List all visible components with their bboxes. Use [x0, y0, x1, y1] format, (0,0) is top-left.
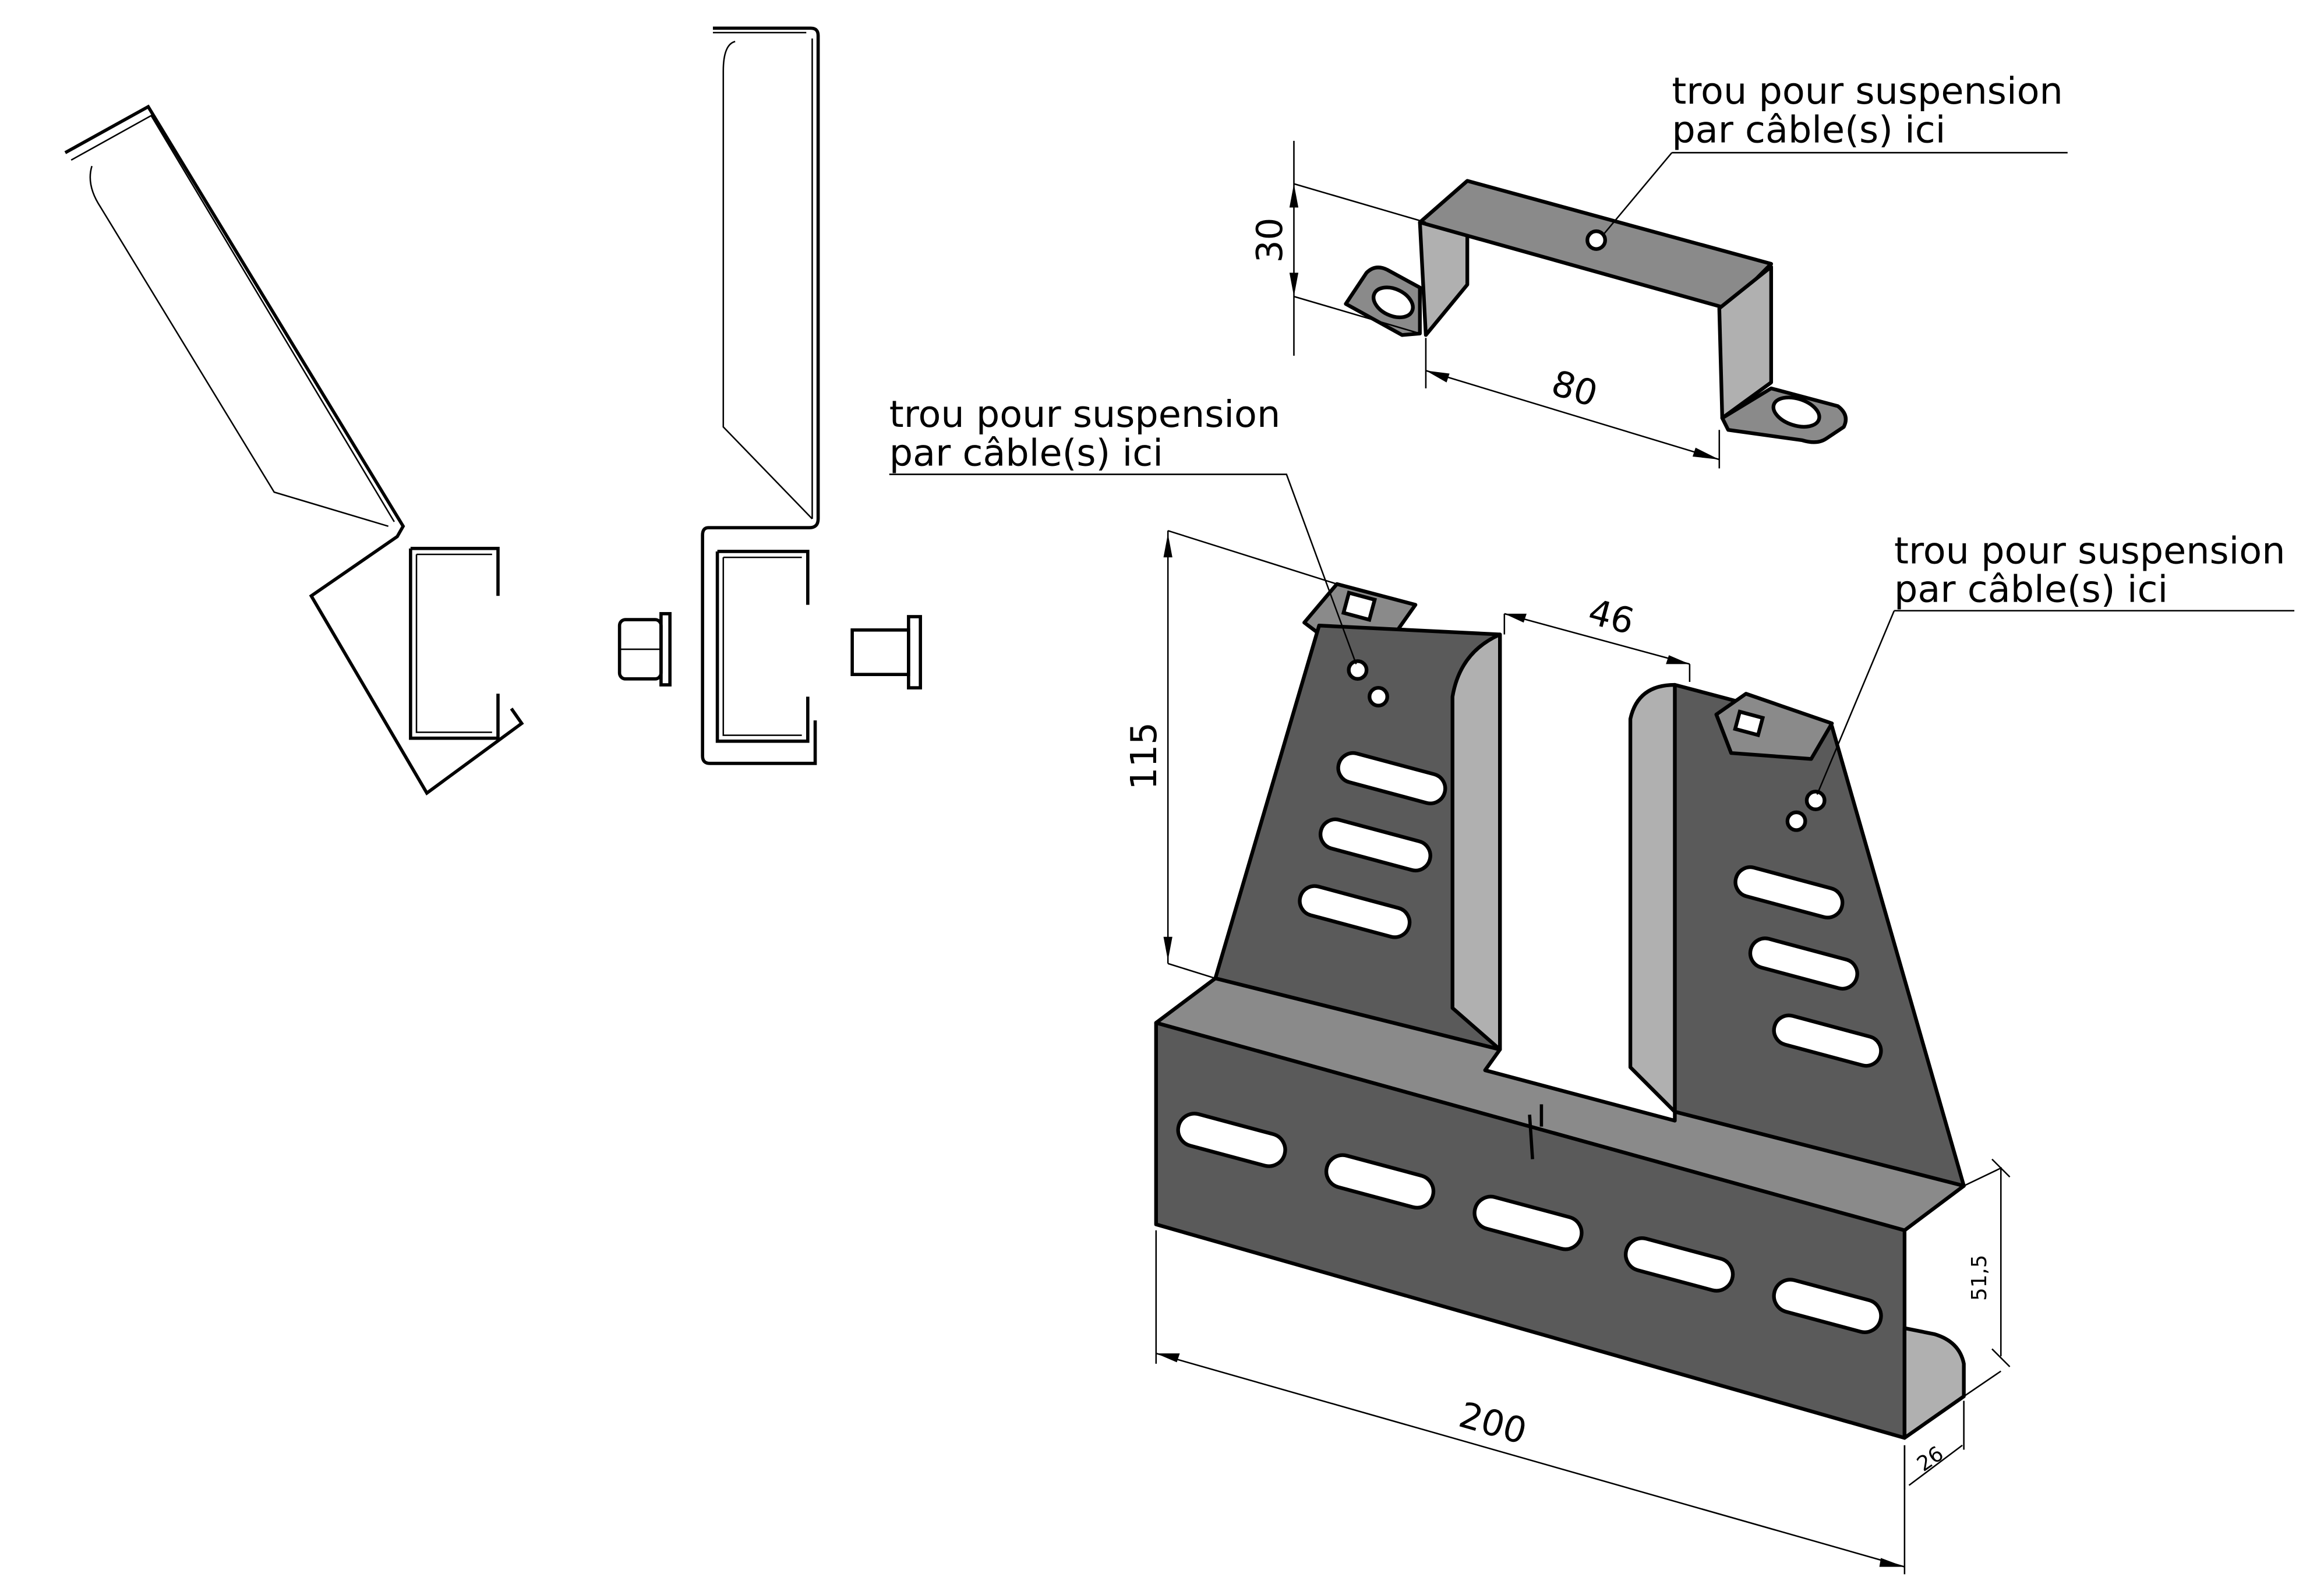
dimension-46-label: 46: [1584, 591, 1638, 643]
dimension-200-label: 200: [1454, 1394, 1531, 1452]
dimension-51-5: 51,5: [1963, 1158, 2011, 1397]
dimension-30-label: 30: [1249, 218, 1291, 263]
small-u-bracket: [1344, 179, 1848, 444]
callout-note-left: trou pour suspension par câble(s) ici: [889, 393, 1357, 664]
callout-note-right: trou pour suspension par câble(s) ici: [1816, 529, 2295, 795]
side-profile-vertical: [617, 26, 923, 765]
dimension-26-label: 26: [1913, 1442, 1948, 1477]
dimension-115: 115: [1124, 530, 1337, 979]
callout-note-left-line1: trou pour suspension: [889, 393, 1280, 436]
callout-note-right-line1: trou pour suspension: [1894, 529, 2285, 572]
dimension-46: 46: [1503, 591, 1691, 682]
bolt-head-icon: [617, 612, 672, 687]
dimension-51-5-label: 51,5: [1968, 1255, 1991, 1301]
dimension-30: 30: [1249, 140, 1426, 356]
dimension-80-label: 80: [1547, 362, 1602, 415]
side-profile-angled: [64, 104, 524, 795]
dimension-115-label: 115: [1124, 722, 1165, 790]
rivet-nut-icon: [850, 615, 923, 689]
dimension-80: 80: [1425, 338, 1721, 469]
callout-note-top-line2: par câble(s) ici: [1672, 108, 1945, 151]
callout-note-top: trou pour suspension par câble(s) ici: [1603, 70, 2068, 235]
callout-note-right-line2: par câble(s) ici: [1894, 568, 2168, 611]
callout-note-left-line2: par câble(s) ici: [889, 432, 1163, 475]
main-bracket: [1154, 582, 1966, 1440]
callout-note-top-line1: trou pour suspension: [1672, 70, 2062, 113]
